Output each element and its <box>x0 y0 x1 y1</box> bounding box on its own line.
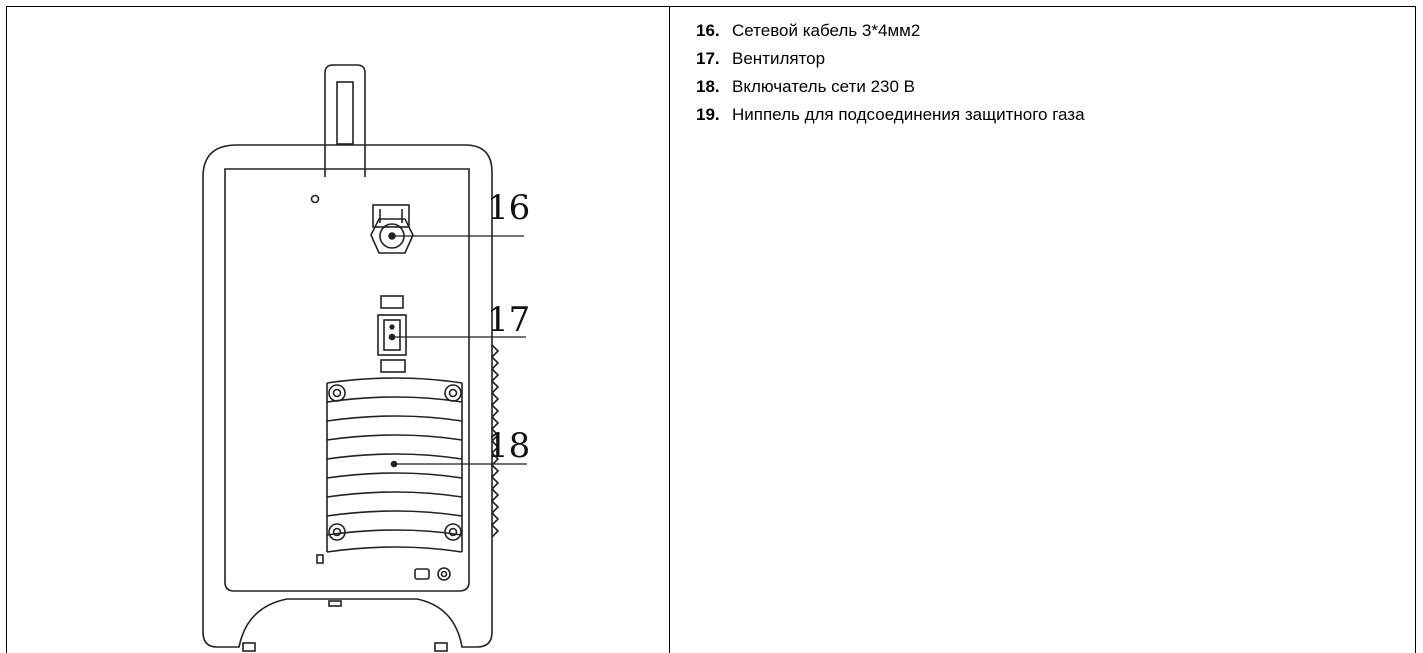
callout-17: 17 <box>487 300 530 340</box>
legend-item-number: 17. <box>696 49 720 68</box>
layout-table: 16 17 18 16. Сетевой кабель 3*4мм2 17. В… <box>6 6 1416 653</box>
parts-legend-list: 16. Сетевой кабель 3*4мм2 17. Вентилятор… <box>696 17 1085 129</box>
legend-item-number: 18. <box>696 77 720 96</box>
legend-item: 17. Вентилятор <box>696 45 1085 73</box>
legend-item: 19. Ниппель для подсоединения защитного … <box>696 101 1085 129</box>
callout-16: 16 <box>487 188 530 228</box>
figure-cell: 16 17 18 <box>7 7 670 653</box>
legend-item-text: Вентилятор <box>732 49 826 68</box>
legend-item-text: Сетевой кабель 3*4мм2 <box>732 21 921 40</box>
callout-18: 18 <box>487 426 530 466</box>
device-rear-view-drawing: 16 17 18 <box>202 64 530 652</box>
legend-item-text: Включатель сети 230 В <box>732 77 916 96</box>
legend-item-number: 19. <box>696 105 720 124</box>
legend-cell: 16. Сетевой кабель 3*4мм2 17. Вентилятор… <box>670 7 1415 653</box>
legend-item: 16. Сетевой кабель 3*4мм2 <box>696 17 1085 45</box>
legend-item-number: 16. <box>696 21 720 40</box>
legend-item-text: Ниппель для подсоединения защитного газа <box>732 105 1085 124</box>
legend-item: 18. Включатель сети 230 В <box>696 73 1085 101</box>
